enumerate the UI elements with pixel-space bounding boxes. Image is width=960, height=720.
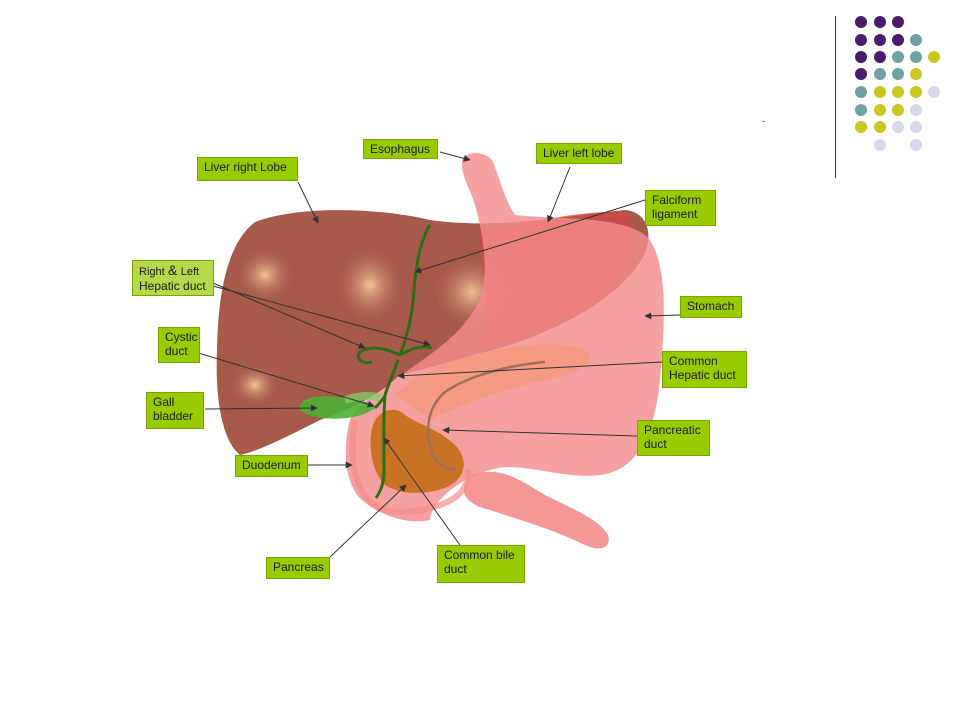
label-line: Hepatic duct xyxy=(139,279,206,293)
label-line: Cystic xyxy=(165,330,198,344)
label-line: Common bile xyxy=(444,548,515,562)
gallbladder xyxy=(299,396,375,419)
label-stomach: Stomach xyxy=(680,296,742,318)
liver-highlight xyxy=(335,245,405,325)
decorative-dot xyxy=(910,51,922,63)
label-gall-bladder: Gall bladder xyxy=(146,392,204,429)
divider-line xyxy=(835,16,836,178)
small-mark: - xyxy=(762,116,765,126)
decorative-dot xyxy=(928,51,940,63)
label-word: Left xyxy=(180,266,200,278)
leader-lines xyxy=(194,151,681,558)
decorative-dot xyxy=(910,34,922,46)
label-common-bile-duct: Common bile duct xyxy=(437,545,525,583)
decorative-dot xyxy=(855,51,867,63)
decorative-dot xyxy=(855,16,867,28)
label-falciform-ligament: Falciform ligament xyxy=(645,190,716,226)
label-line: ligament xyxy=(652,207,698,221)
decorative-dot xyxy=(892,86,904,98)
decorative-dot xyxy=(874,86,886,98)
label-line: duct xyxy=(644,437,667,451)
decorative-dot xyxy=(910,121,922,133)
decorative-dot xyxy=(874,68,886,80)
label-line: Hepatic duct xyxy=(669,368,736,382)
duodenum xyxy=(349,419,472,515)
pancreas-head xyxy=(370,409,464,493)
pancreatic-duct xyxy=(426,360,546,472)
decorative-dot xyxy=(892,16,904,28)
decorative-dot xyxy=(928,86,940,98)
label-line: duct xyxy=(165,344,188,358)
decorative-dot xyxy=(910,139,922,151)
decorative-dot xyxy=(855,104,867,116)
label-common-hepatic-duct: Common Hepatic duct xyxy=(662,351,747,388)
decorative-dot xyxy=(855,121,867,133)
label-liver-right-lobe: Liver right Lobe xyxy=(197,157,298,181)
label-duodenum: Duodenum xyxy=(235,455,308,477)
decorative-dot xyxy=(855,34,867,46)
decorative-dot xyxy=(874,51,886,63)
decorative-dot xyxy=(892,104,904,116)
decorative-dot xyxy=(910,86,922,98)
label-line: duct xyxy=(444,562,467,576)
pancreas-tail xyxy=(463,471,609,549)
label-line: Gall xyxy=(153,395,175,409)
label-word: Right xyxy=(139,266,165,278)
decorative-dot xyxy=(910,68,922,80)
decorative-dot xyxy=(874,34,886,46)
decorative-dot xyxy=(892,68,904,80)
decorative-dot xyxy=(892,34,904,46)
label-right-left-hepatic-duct: Right & Left Hepatic duct xyxy=(132,260,214,296)
label-pancreatic-duct: Pancreatic duct xyxy=(637,420,710,456)
label-cystic-duct: Cystic duct xyxy=(158,327,200,363)
decorative-dot xyxy=(892,51,904,63)
decorative-dot xyxy=(874,121,886,133)
label-line: bladder xyxy=(153,409,194,423)
decorative-dot xyxy=(874,16,886,28)
label-liver-left-lobe: Liver left lobe xyxy=(536,143,622,164)
label-line: Common xyxy=(669,354,718,368)
decorative-dot xyxy=(855,68,867,80)
label-pancreas: Pancreas xyxy=(266,557,330,579)
label-word: & xyxy=(168,262,178,278)
bile-ducts xyxy=(356,224,433,499)
decorative-dot xyxy=(892,121,904,133)
label-line: Pancreatic xyxy=(644,423,701,437)
decorative-dot xyxy=(874,139,886,151)
decorative-dot xyxy=(874,104,886,116)
liver-highlight xyxy=(235,247,295,303)
decorative-dot xyxy=(855,86,867,98)
label-line: Falciform xyxy=(652,193,702,207)
decorative-dot xyxy=(910,104,922,116)
label-esophagus: Esophagus xyxy=(363,139,438,159)
gallbladder-neck xyxy=(343,391,382,404)
